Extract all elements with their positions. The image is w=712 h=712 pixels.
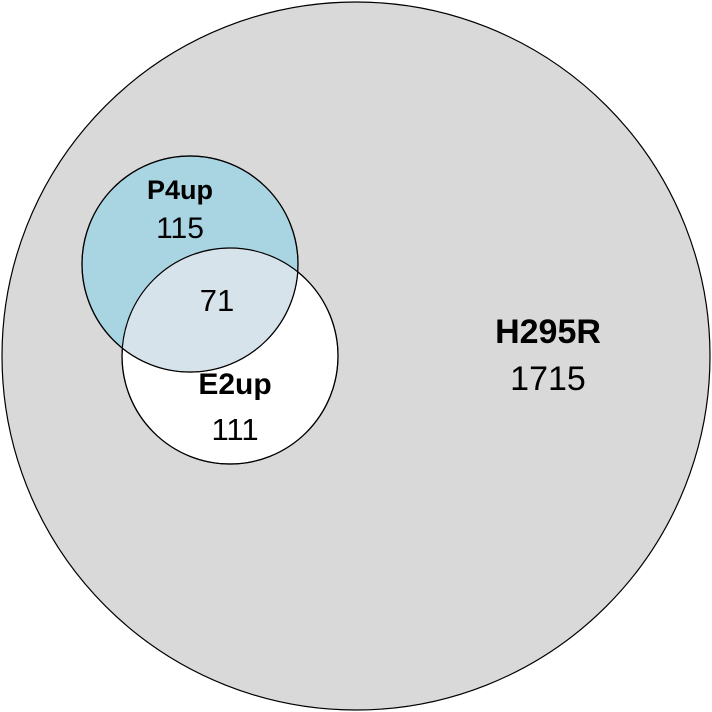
set-count-e2up: 111 <box>211 412 258 447</box>
set-outline-p4up <box>81 155 299 373</box>
set-count-p4up: 115 <box>156 212 204 245</box>
set-label-e2up: E2up <box>198 368 271 401</box>
intersection-count-p4up-e2up: 71 <box>200 283 234 318</box>
set-outline-e2up <box>121 247 339 465</box>
set-label-h295r: H295R <box>495 313 601 351</box>
intersection-p4up-e2up <box>122 248 298 372</box>
set-label-p4up: P4up <box>147 175 213 205</box>
set-count-h295r: 1715 <box>510 360 586 398</box>
